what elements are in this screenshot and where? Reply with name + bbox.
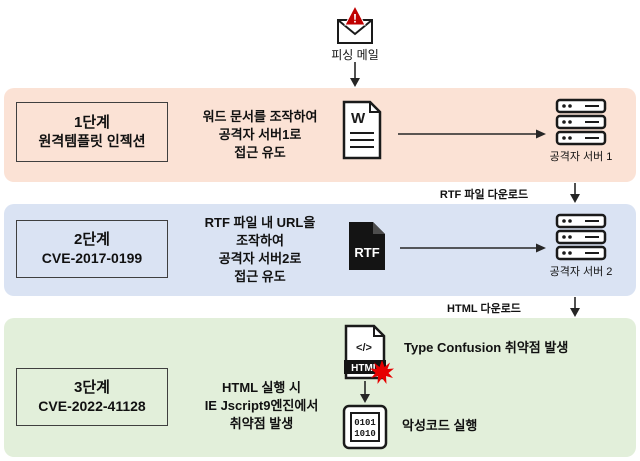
warning-exclamation: ! — [353, 12, 357, 26]
stage1-description: 워드 문서를 조작하여 공격자 서버1로 접근 유도 — [202, 108, 318, 161]
stage2-subtitle: CVE-2017-0199 — [41, 250, 143, 267]
stage3-subtitle: CVE-2022-41128 — [38, 398, 146, 415]
html-download-label: HTML 다운로드 — [447, 303, 521, 315]
stage1-title-box: 1단계 원격템플릿 인젝션 — [16, 102, 168, 162]
html-file-icon: </> HTML — [344, 324, 386, 380]
attacker-server1-label: 공격자 서버 1 — [549, 151, 613, 163]
type-confusion-label: Type Confusion 취약점 발생 — [404, 340, 569, 355]
word-letter: W — [351, 110, 366, 127]
binary-line1: 0101 — [354, 418, 376, 428]
stage3-title-box: 3단계 CVE-2022-41128 — [16, 368, 168, 426]
arrow-right-icon — [398, 129, 546, 139]
arrow-right-icon — [400, 243, 546, 253]
arrow-down-icon — [570, 183, 580, 203]
stage1-subtitle: 원격템플릿 인젝션 — [38, 133, 146, 150]
stage3-title: 3단계 — [74, 378, 110, 396]
code-tag-label: </> — [356, 342, 372, 354]
warning-triangle-icon — [344, 5, 366, 26]
rtf-download-label: RTF 파일 다운로드 — [439, 189, 529, 201]
attacker-server2-label: 공격자 서버 2 — [549, 266, 613, 278]
band-stage1: 1단계 원격템플릿 인젝션 워드 문서를 조작하여 공격자 서버1로 접근 유도… — [4, 88, 636, 182]
phishing-email-icon: ! — [337, 5, 373, 44]
arrow-down-icon — [570, 297, 580, 317]
arrow-down-icon — [350, 62, 360, 87]
attacker-server1-icon — [555, 98, 607, 146]
arrow-down-icon — [360, 381, 370, 403]
stage2-description: RTF 파일 내 URL을 조작하여 공격자 서버2로 접근 유도 — [204, 214, 316, 285]
rtf-file-icon: RTF — [349, 222, 385, 270]
malware-code-icon: 0101 1010 — [342, 404, 388, 450]
rtf-label: RTF — [354, 245, 379, 260]
stage3-description: HTML 실행 시 IE Jscript9엔진에서 취약점 발생 — [204, 379, 319, 432]
phishing-email-label: 피싱 메일 — [331, 48, 379, 62]
binary-line2: 1010 — [354, 429, 376, 439]
band-stage2: 2단계 CVE-2017-0199 RTF 파일 내 URL을 조작하여 공격자… — [4, 204, 636, 296]
stage2-title-box: 2단계 CVE-2017-0199 — [16, 220, 168, 278]
band-stage3: 3단계 CVE-2022-41128 HTML 실행 시 IE Jscript9… — [4, 318, 636, 457]
word-document-icon: W — [342, 100, 382, 160]
html-label: HTML — [351, 363, 379, 374]
attacker-server2-icon — [555, 213, 607, 261]
exploit-burst-icon — [370, 360, 394, 384]
stage1-title: 1단계 — [74, 113, 110, 131]
stage2-title: 2단계 — [74, 230, 110, 248]
malware-exec-label: 악성코드 실행 — [402, 418, 478, 433]
